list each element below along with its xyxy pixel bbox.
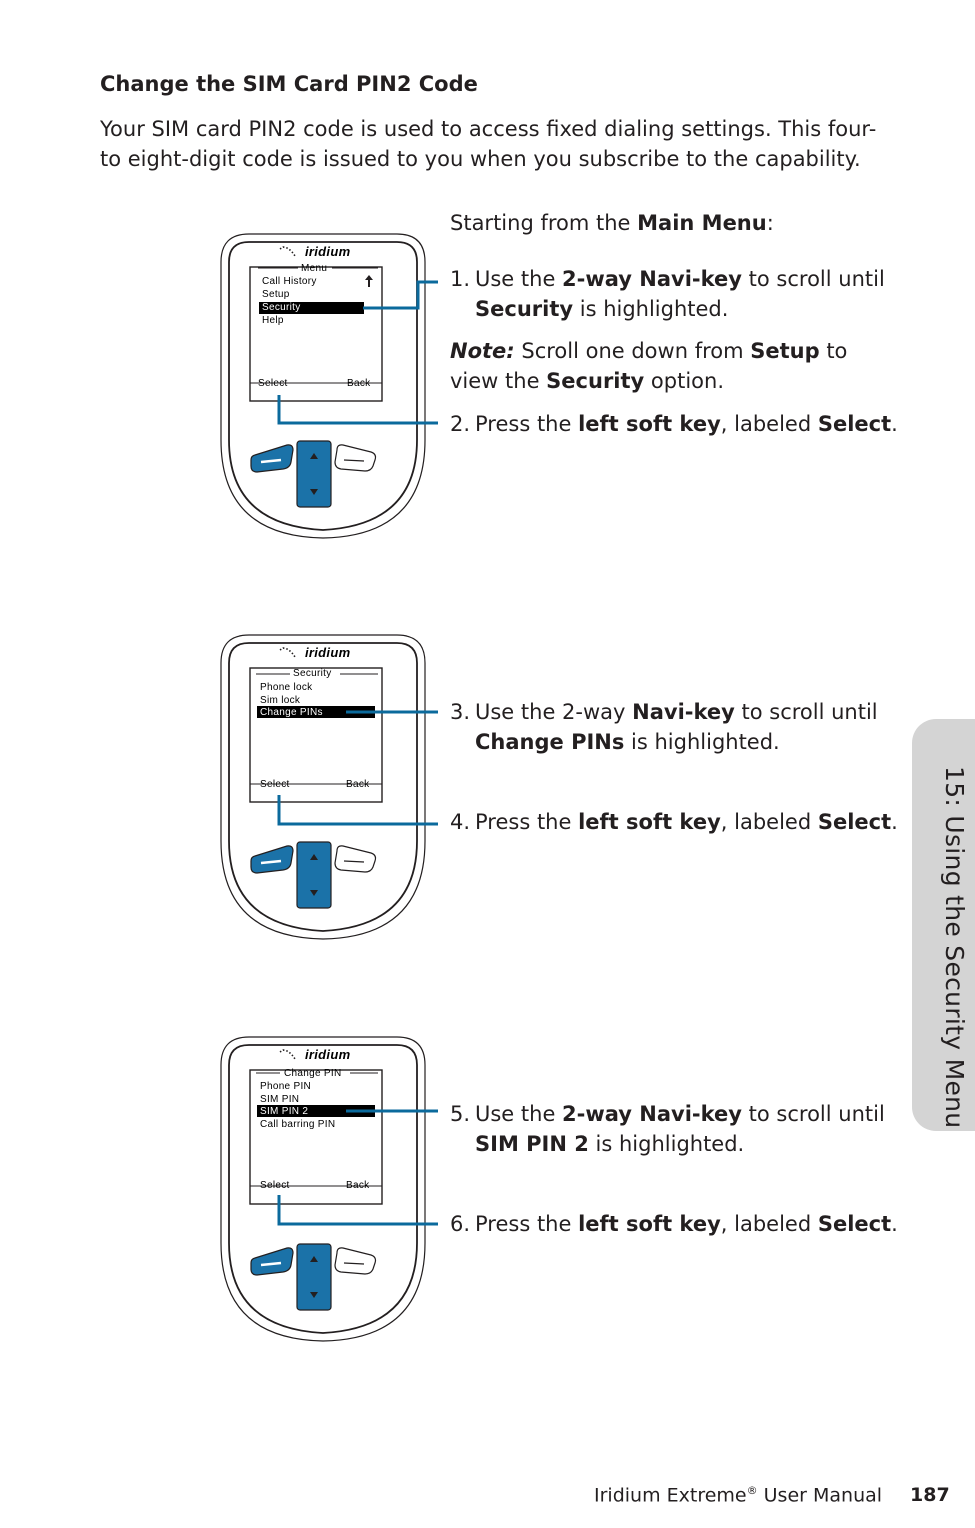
section-heading: Change the SIM Card PIN2 Code — [100, 72, 478, 96]
left-soft-label: Select — [260, 1180, 290, 1191]
footer-title: Iridium Extreme® User Manual — [594, 1484, 883, 1507]
screen-item: Phone PIN — [260, 1081, 312, 1092]
right-soft-label: Back — [347, 378, 371, 389]
screen-item: Call barring PIN — [260, 1119, 336, 1130]
screen-item-selected: Change PINs — [260, 707, 323, 718]
screen-item: Call History — [262, 276, 317, 287]
intro-line-2: to eight-digit code is issued to you whe… — [100, 147, 861, 171]
step-2: 2.Press the left soft key, labeled Selec… — [450, 412, 898, 436]
step-5: 5.Use the 2-way Navi-key to scroll until… — [450, 1102, 885, 1156]
scroll-up-arrow-icon — [365, 275, 373, 287]
chapter-tab — [912, 719, 975, 1131]
screen-item: SIM PIN — [260, 1094, 300, 1105]
left-soft-label: Select — [260, 779, 290, 790]
step-1: 1.Use the 2-way Navi-key to scroll until… — [450, 267, 885, 321]
note: Note: Scroll one down from Setup to view… — [450, 339, 848, 393]
callout-step-4 — [277, 795, 438, 826]
screen-item: Setup — [262, 289, 290, 300]
right-soft-label: Back — [346, 1180, 370, 1191]
iridium-logo: iridium — [305, 645, 351, 660]
step-4: 4.Press the left soft key, labeled Selec… — [450, 810, 898, 834]
step-6: 6.Press the left soft key, labeled Selec… — [450, 1212, 898, 1236]
screen-item: Help — [262, 315, 284, 326]
screen-item-selected: SIM PIN 2 — [260, 1106, 309, 1117]
screen-title: Menu — [301, 263, 328, 274]
screen-item: Phone lock — [260, 682, 313, 693]
callout-step-6 — [277, 1195, 438, 1226]
right-soft-label: Back — [346, 779, 370, 790]
intro-line-1: Your SIM card PIN2 code is used to acces… — [100, 117, 877, 141]
callout-step-1 — [363, 280, 438, 310]
callout-step-2 — [277, 395, 438, 425]
step-3: 3.Use the 2-way Navi-key to scroll until… — [450, 700, 878, 754]
intro-paragraph: Your SIM card PIN2 code is used to acces… — [100, 114, 880, 174]
iridium-logo: iridium — [305, 244, 351, 259]
screen-item: Sim lock — [260, 695, 301, 706]
left-soft-label: Select — [258, 378, 288, 389]
chapter-tab-label: 15: Using the Security Menu — [940, 766, 969, 1129]
screen-item-selected: Security — [262, 302, 301, 313]
start-instruction: Starting from the Main Menu: — [450, 211, 774, 235]
screen-title: Change PIN — [284, 1068, 342, 1079]
iridium-logo: iridium — [305, 1047, 351, 1062]
screen-title: Security — [293, 668, 332, 679]
page-number: 187 — [910, 1484, 950, 1506]
